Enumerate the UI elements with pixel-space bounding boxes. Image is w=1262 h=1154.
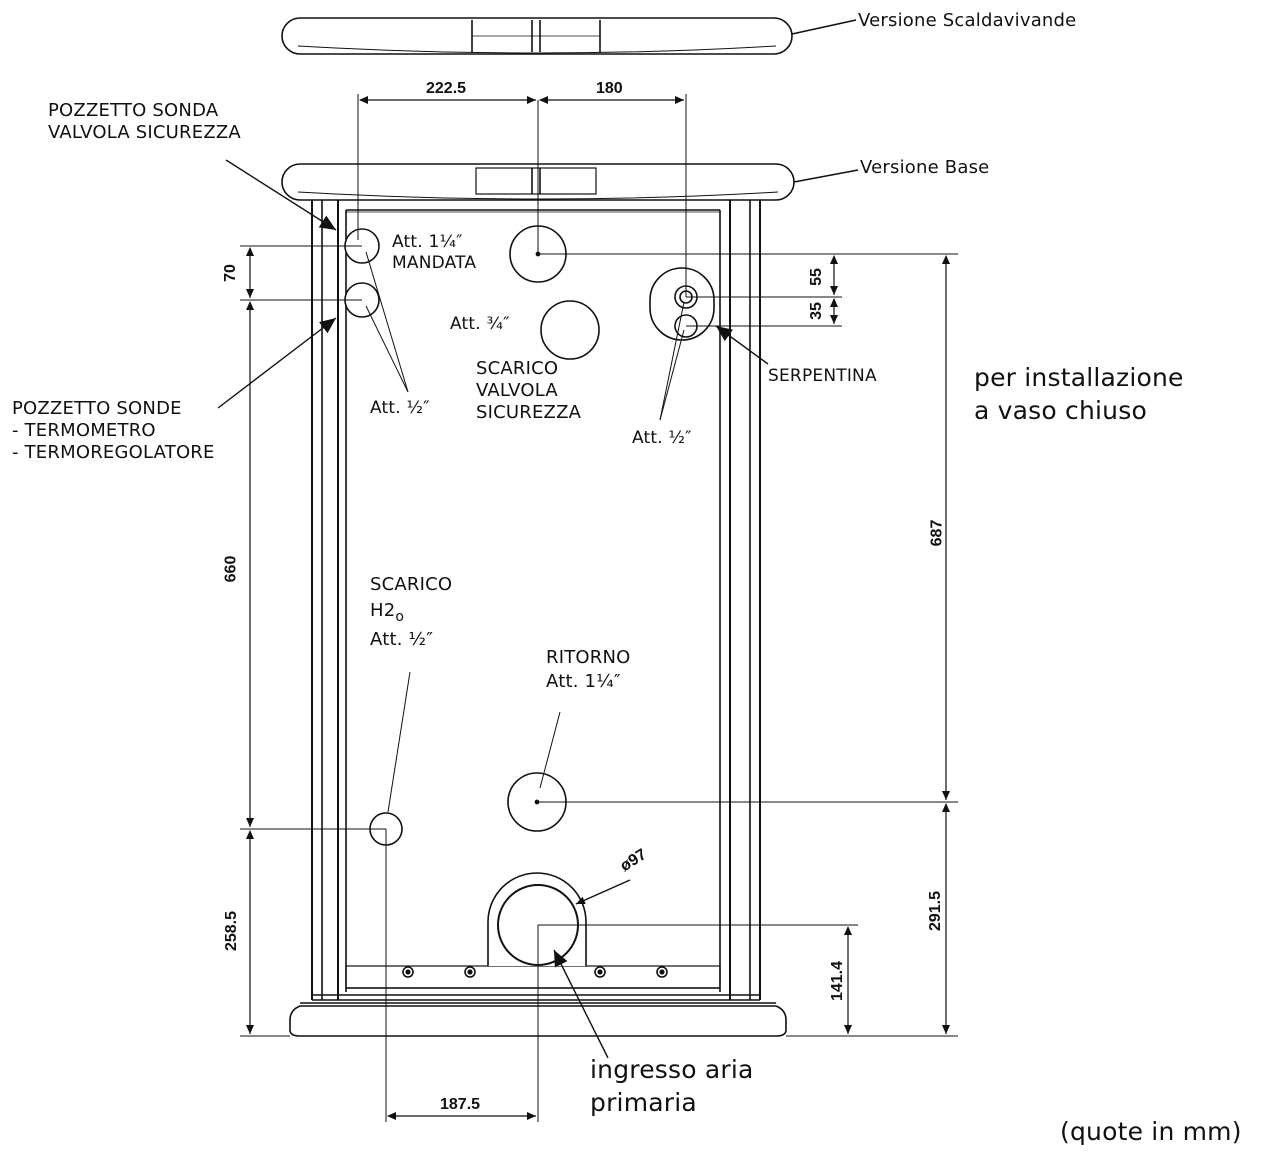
label-mandata: Att. 1¼″ MANDATA — [392, 232, 476, 273]
label-ritorno-line1: RITORNO — [546, 647, 631, 668]
label-scarico-valvola-sicurezza: SCARICO VALVOLA SICUREZZA — [476, 358, 581, 424]
dim-187-5: 187.5 — [440, 1096, 481, 1113]
label-versione-scaldavivande: Versione Scaldavivande — [858, 10, 1077, 31]
dim-291-5: 291.5 — [927, 890, 945, 932]
label-scarico-h2o-line1: SCARICO — [370, 574, 453, 595]
dim-180: 180 — [596, 80, 623, 97]
label-mandata-line2: MANDATA — [392, 252, 477, 273]
dim-70: 70 — [221, 264, 239, 282]
label-pozzetto-sonda: POZZETTO SONDA VALVOLA SICUREZZA — [48, 100, 241, 144]
label-ingresso-line1: ingresso aria — [590, 1055, 754, 1084]
label-ritorno-line2: Att. 1¼″ — [546, 671, 621, 693]
reference-lines — [240, 94, 958, 1122]
label-att-1-2-left: Att. ½″ — [370, 398, 430, 418]
label-serpentina: SERPENTINA — [768, 366, 877, 386]
dim-35: 35 — [807, 302, 825, 320]
label-pozzetto-sonde: POZZETTO SONDE - TERMOMETRO - TERMOREGOL… — [12, 398, 215, 464]
label-h2-subscript: o — [395, 609, 405, 626]
label-scarico-valvola-line1: SCARICO — [476, 358, 559, 379]
label-pozzetto-sonde-line1: POZZETTO SONDE — [12, 398, 182, 419]
label-scarico-h2o: SCARICO H2o Att. ½″ — [370, 572, 452, 653]
label-scarico-valvola-line3: SICUREZZA — [476, 401, 582, 423]
label-ritorno: RITORNO Att. 1¼″ — [546, 646, 631, 695]
leader-base — [793, 169, 859, 183]
label-scarico-h2o-line3: Att. ½″ — [370, 629, 434, 651]
label-pozzetto-sonde-line2: - TERMOMETRO — [12, 419, 156, 441]
label-pozzetto-sonda-line1: POZZETTO SONDA — [48, 100, 219, 121]
serpentina-connections — [649, 267, 715, 341]
label-quote-in-mm: (quote in mm) — [1060, 1117, 1242, 1146]
label-ingresso-aria-primaria: ingresso aria primaria — [590, 1054, 754, 1119]
scarico-valvola-connection — [540, 300, 600, 360]
top-plate-scaldavivande — [281, 17, 793, 55]
dim-55: 55 — [807, 268, 825, 286]
label-scarico-h2o-line2: H2o — [370, 598, 452, 627]
label-h2-text: H2 — [370, 600, 396, 622]
dim-258-5: 258.5 — [223, 910, 241, 952]
dim-141-4: 141.4 — [829, 960, 847, 1002]
label-installazione-line1: per installazione — [974, 363, 1184, 392]
leader-scaldavivande — [791, 19, 857, 35]
label-pozzetto-sonda-line2: VALVOLA SICUREZZA — [48, 121, 241, 143]
label-mandata-line1: Att. 1¼″ — [392, 232, 463, 252]
leader-lines — [217, 159, 769, 1059]
dim-660: 660 — [222, 555, 240, 583]
dim-687: 687 — [928, 519, 946, 547]
label-att-1-2-right: Att. ½″ — [632, 428, 692, 448]
label-scarico-valvola-line2: VALVOLA — [476, 379, 558, 401]
label-versione-base: Versione Base — [860, 157, 990, 178]
label-installazione-vaso-chiuso: per installazione a vaso chiuso — [974, 362, 1184, 427]
label-installazione-line2: a vaso chiuso — [974, 395, 1147, 425]
ingresso-aria-connection — [487, 872, 587, 966]
label-ingresso-line2: primaria — [590, 1087, 697, 1117]
dim-222-5: 222.5 — [426, 80, 467, 97]
dimension-lines — [246, 96, 950, 1120]
label-att-3-4: Att. ¾″ — [450, 314, 510, 334]
label-pozzetto-sonde-line3: - TERMOREGOLATORE — [12, 441, 215, 463]
